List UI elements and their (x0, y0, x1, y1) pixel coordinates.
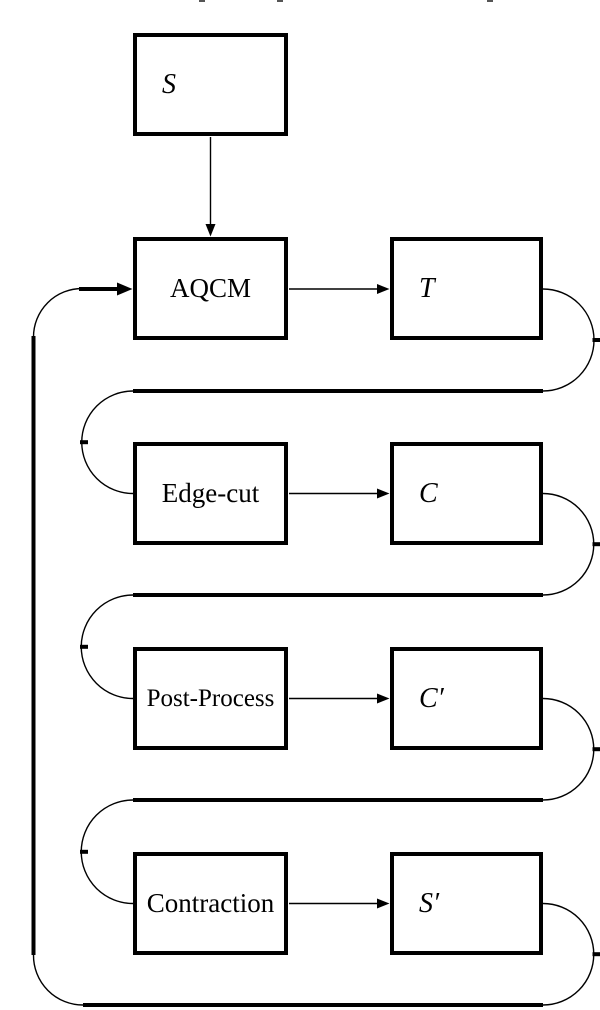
feedback-bottom-left-corner-arc (32, 954, 84, 1006)
tick-left-uturn-edgecut (80, 440, 88, 445)
node-edge-cut: Edge-cut (133, 442, 288, 545)
edge-contraction-to-sprime-arrowhead (377, 898, 390, 909)
node-contraction-label: Contraction (146, 888, 275, 918)
edge-postprocess-to-cprime-arrowhead (377, 693, 390, 704)
node-s-label: S (162, 68, 176, 100)
node-aqcm-label: AQCM (169, 273, 251, 303)
tick-left-uturn-postprocess (80, 644, 88, 649)
node-s-prime: S′ (390, 852, 543, 955)
node-t-label: T (419, 272, 435, 304)
right-uturn-sprime (542, 902, 595, 1006)
left-uturn-contraction (80, 799, 134, 905)
node-aqcm: AQCM (133, 237, 288, 340)
tick-left-uturn-contraction (80, 849, 88, 854)
feedback-to-aqcm-arrowhead (117, 282, 133, 296)
node-c-prime-label: C′ (419, 682, 444, 714)
top-edge-text-remnants (199, 0, 493, 2)
right-uturn-cprime (542, 697, 595, 801)
thick-connector-segments (31, 287, 543, 1007)
node-post-process: Post-Process (133, 647, 288, 750)
node-post-process-label: Post-Process (146, 684, 275, 712)
node-s-prime-label: S′ (419, 887, 440, 919)
node-edge-cut-label: Edge-cut (161, 478, 260, 508)
tick-right-uturn-c (592, 542, 600, 547)
inter-node-arrows (209, 137, 378, 905)
tick-right-uturn-cprime (592, 747, 600, 752)
right-uturn-t (542, 288, 595, 392)
node-c-prime: C′ (390, 647, 543, 750)
right-uturn-c (542, 492, 595, 596)
left-uturn-postprocess (80, 594, 134, 700)
tick-right-uturn-t (592, 338, 600, 342)
node-c-label: C (419, 477, 438, 509)
left-uturn-edgecut (81, 390, 134, 495)
feedback-top-left-corner-arc (32, 287, 83, 338)
edge-edgecut-to-c-arrowhead (377, 488, 390, 499)
edge-s-to-aqcm-arrowhead (205, 224, 216, 237)
node-c: C (390, 442, 543, 545)
arc-direction-ticks (80, 338, 600, 957)
edge-aqcm-to-t-arrowhead (377, 284, 390, 294)
tick-right-uturn-sprime (592, 952, 600, 957)
node-s: S (133, 33, 288, 136)
node-contraction: Contraction (133, 852, 288, 955)
node-t: T (390, 237, 543, 340)
arrowheads (117, 224, 390, 909)
